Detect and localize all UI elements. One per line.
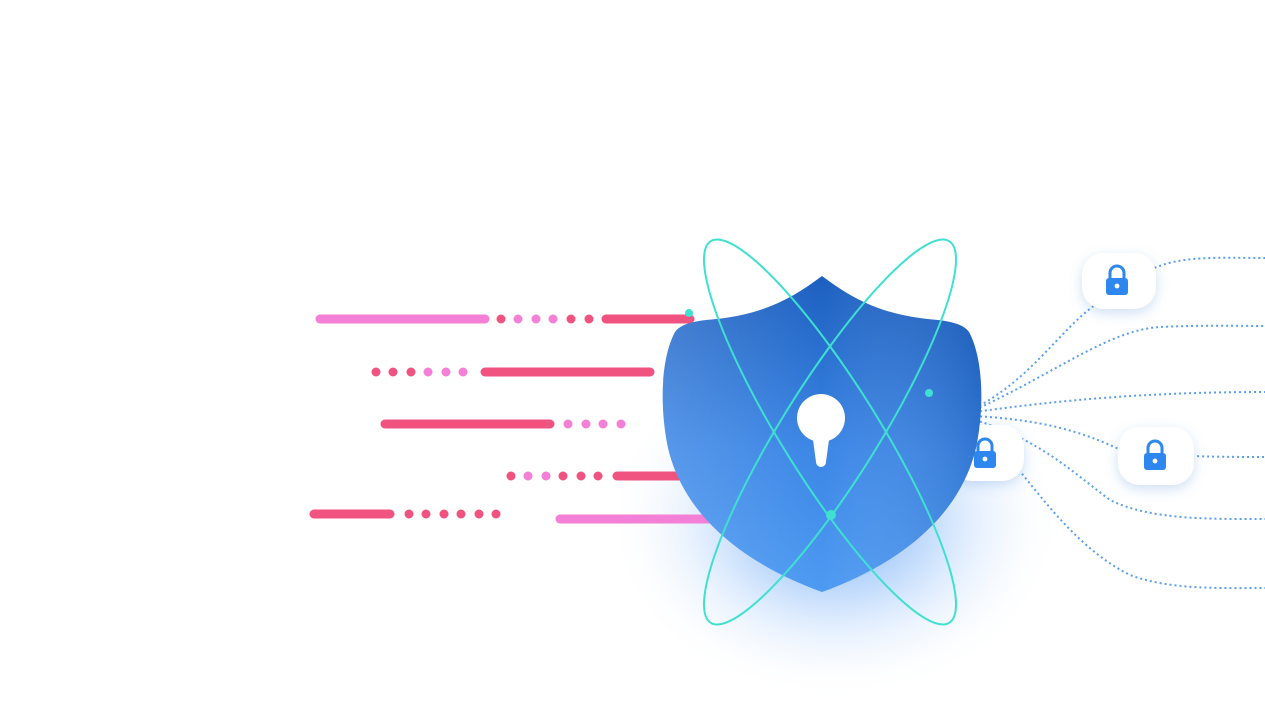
keyhole-icon	[797, 394, 845, 467]
lock-badge	[1118, 427, 1194, 485]
stream-dots	[506, 471, 603, 481]
stream-dots	[496, 314, 594, 324]
stream-dots	[563, 419, 626, 429]
orbit-rings	[703, 238, 957, 626]
network-lines	[974, 256, 1265, 590]
lock-icon	[1144, 439, 1166, 470]
lock-icon	[1106, 264, 1128, 295]
lock-icon	[974, 437, 996, 468]
shield-icon	[662, 276, 982, 592]
lock-badge	[1082, 253, 1156, 309]
data-stream	[309, 314, 717, 524]
stream-dots	[371, 367, 468, 377]
orbit-nodes	[685, 309, 933, 520]
stream-dots	[404, 509, 501, 519]
